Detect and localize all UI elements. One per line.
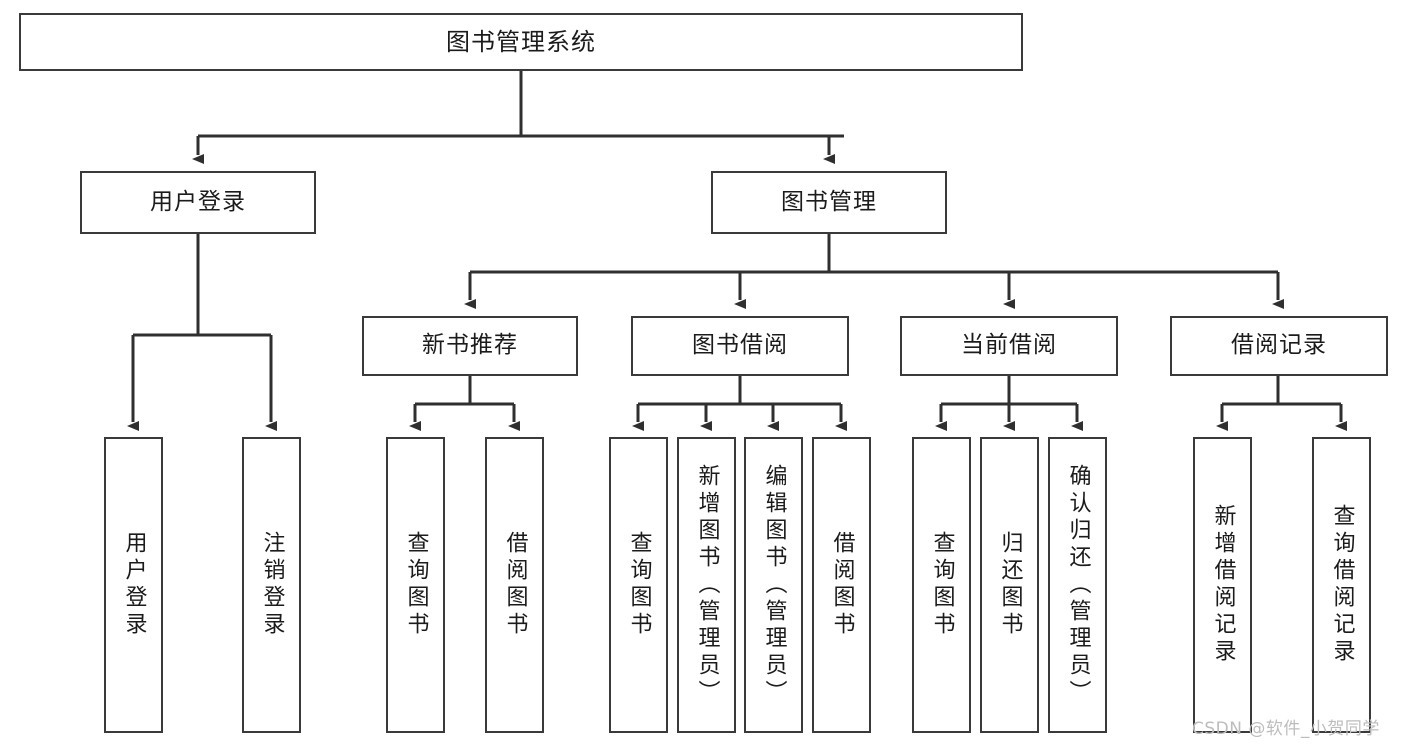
node-current-borrow[interactable]: 当前借阅 (900, 316, 1118, 376)
node-label: 查询图书 (403, 531, 429, 639)
node-label: 查询借阅记录 (1329, 504, 1355, 666)
leaf-current-borrow-confirm-return-admin[interactable]: 确认归还（管理员） (1048, 437, 1107, 733)
node-label: 新增借阅记录 (1210, 504, 1236, 666)
leaf-book-borrow-borrow-book[interactable]: 借阅图书 (812, 437, 871, 733)
node-label: 图书管理系统 (446, 27, 596, 56)
leaf-borrow-record-add-record[interactable]: 新增借阅记录 (1193, 437, 1252, 733)
csdn-watermark: CSDN @软件_小贺同学 (1192, 719, 1380, 739)
node-label: 新增图书（管理员） (694, 463, 720, 707)
node-label: 借阅记录 (1231, 332, 1327, 359)
leaf-book-borrow-edit-book-admin[interactable]: 编辑图书（管理员） (744, 437, 803, 733)
leaf-user-login-login[interactable]: 用户登录 (104, 437, 163, 733)
leaf-book-borrow-add-book-admin[interactable]: 新增图书（管理员） (677, 437, 736, 733)
node-label: 新书推荐 (422, 332, 518, 359)
node-new-book-recommend[interactable]: 新书推荐 (362, 316, 578, 376)
leaf-new-book-borrow-book[interactable]: 借阅图书 (485, 437, 544, 733)
node-label: 归还图书 (997, 531, 1023, 639)
leaf-user-login-logout[interactable]: 注销登录 (242, 437, 301, 733)
node-label: 用户登录 (121, 531, 147, 639)
node-user-login[interactable]: 用户登录 (80, 171, 316, 234)
node-borrow-record[interactable]: 借阅记录 (1170, 316, 1388, 376)
leaf-current-borrow-query-book[interactable]: 查询图书 (912, 437, 971, 733)
node-label: 用户登录 (150, 188, 246, 215)
node-label: 借阅图书 (502, 531, 528, 639)
node-book-management[interactable]: 图书管理 (711, 171, 947, 234)
leaf-current-borrow-return-book[interactable]: 归还图书 (980, 437, 1039, 733)
leaf-book-borrow-query-book[interactable]: 查询图书 (609, 437, 668, 733)
node-label: 注销登录 (259, 531, 285, 639)
node-label: 借阅图书 (829, 531, 855, 639)
leaf-borrow-record-query-record[interactable]: 查询借阅记录 (1312, 437, 1371, 733)
node-label: 图书管理 (781, 188, 877, 215)
node-label: 当前借阅 (961, 332, 1057, 359)
node-label: 查询图书 (929, 531, 955, 639)
node-root-book-management-system[interactable]: 图书管理系统 (19, 13, 1023, 71)
node-label: 查询图书 (626, 531, 652, 639)
node-label: 编辑图书（管理员） (761, 463, 787, 707)
node-label: 图书借阅 (692, 332, 788, 359)
node-book-borrow[interactable]: 图书借阅 (631, 316, 849, 376)
leaf-new-book-query-book[interactable]: 查询图书 (386, 437, 445, 733)
node-label: 确认归还（管理员） (1065, 463, 1091, 707)
